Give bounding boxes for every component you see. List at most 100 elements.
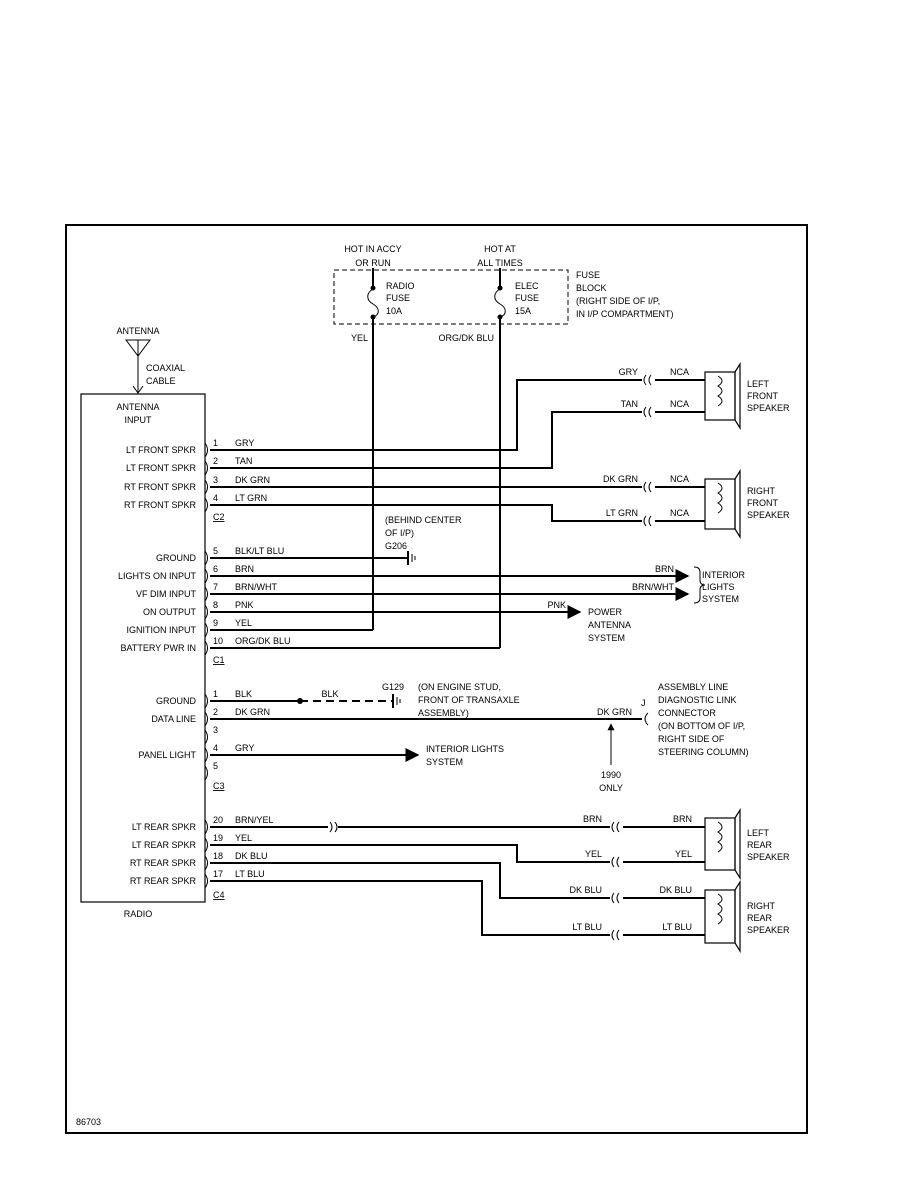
connector-name: C2: [213, 512, 225, 522]
antenna-input-label-1: ANTENNA: [116, 402, 159, 412]
radio-fuse-label-1: RADIO: [386, 281, 415, 291]
radio-pin-number: 4: [213, 743, 218, 753]
elec-fuse-label-2: FUSE: [515, 293, 539, 303]
connector-name: C1: [213, 655, 225, 665]
antenna: ANTENNA COAXIAL CABLE: [116, 326, 185, 394]
fuse-block-label-3: (RIGHT SIDE OF I/P,: [576, 296, 660, 306]
g206-note-1: (BEHIND CENTER: [385, 515, 462, 525]
connector-icon: [643, 374, 652, 386]
pin-connector-icon: [204, 837, 208, 853]
connector-icon: [611, 929, 620, 941]
connector-icon: [611, 856, 620, 868]
rear-speaker-label: REAR: [747, 913, 773, 923]
antenna-label: ANTENNA: [116, 326, 159, 336]
interior-lights-top: BRN BRN/WHT INTERIOR LIGHTS SYSTEM: [210, 564, 746, 604]
diagram-frame: [65, 224, 808, 1134]
dlc-label-4: (ON BOTTOM OF I/P,: [658, 721, 745, 731]
radio-pin-wire-color: PNK: [235, 600, 254, 610]
front-speaker-nca-label: NCA: [670, 399, 689, 409]
radio-pin-wire-color: TAN: [235, 456, 252, 466]
power-antenna-label-3: SYSTEM: [588, 633, 625, 643]
radio-pin-function: LT REAR SPKR: [132, 822, 197, 832]
radio-pin-number: 10: [213, 636, 223, 646]
dlc-label-5: RIGHT SIDE OF: [658, 734, 725, 744]
radio-pin-wire-color: BLK: [235, 689, 252, 699]
pin-connector-icon: [204, 855, 208, 871]
radio-pin-function: GROUND: [156, 553, 196, 563]
rear-speaker-label: LEFT: [747, 828, 770, 838]
front-speaker-label: LEFT: [747, 379, 770, 389]
interior-lights-bottom-label-1: INTERIOR LIGHTS: [426, 744, 504, 754]
dlc-label-3: CONNECTOR: [658, 708, 716, 718]
hot-accy-label-1: HOT IN ACCY: [344, 244, 401, 254]
pin-connector-icon: [204, 550, 208, 566]
power-antenna-label-1: POWER: [588, 607, 623, 617]
fuse-block-label-4: IN I/P COMPARTMENT): [576, 309, 674, 319]
hot-accy-label-2: OR RUN: [355, 258, 391, 268]
radio-pin-function: LT FRONT SPKR: [126, 445, 197, 455]
pin-connector-icon: [204, 460, 208, 476]
speaker-icon: [704, 889, 736, 944]
radio-pin-wire-color: DK GRN: [235, 707, 270, 717]
coaxial-cable-label-2: CABLE: [146, 376, 176, 386]
fuse-block-label-1: FUSE: [576, 270, 600, 280]
power-antenna-pnk-label: PNK: [547, 600, 566, 610]
radio-pin-wire-color: BRN/YEL: [235, 815, 274, 825]
radio-pin-wire-color: YEL: [235, 833, 252, 843]
radio-pin-wire-color: BRN: [235, 564, 254, 574]
radio-pin-number: 2: [213, 456, 218, 466]
interior-lights-label-2: LIGHTS: [702, 582, 735, 592]
interior-lights-bottom: INTERIOR LIGHTS SYSTEM: [210, 744, 504, 767]
speaker-cone-icon: [734, 361, 741, 431]
speaker-icon: [704, 371, 736, 421]
radio-pin-wire-color: LT BLU: [235, 869, 265, 879]
power-antenna: PNK POWER ANTENNA SYSTEM: [210, 600, 631, 643]
dlc-label-2: DIAGNOSTIC LINK: [658, 695, 737, 705]
interior-lights-label-1: INTERIOR: [702, 570, 746, 580]
pin-connector-icon: [204, 729, 208, 745]
radio-pin-number: 2: [213, 707, 218, 717]
front-speaker-wire-color: TAN: [621, 399, 638, 409]
speaker-cone-icon: [734, 879, 741, 954]
fuse-block-label-2: BLOCK: [576, 283, 607, 293]
pin-connector-icon: [204, 622, 208, 638]
g129-note-3: ASSEMBLY): [418, 708, 469, 718]
front-speaker-wire-color: LT GRN: [606, 508, 638, 518]
interior-brn-label: BRN: [655, 564, 674, 574]
radio-pin-number: 19: [213, 833, 223, 843]
front-speaker-label: SPEAKER: [747, 403, 790, 413]
radio-pin-wire-color: BLK/LT BLU: [235, 546, 284, 556]
pin-connector-icon: [204, 819, 208, 835]
speaker-coil-icon: [717, 893, 723, 925]
pin-connector-icon: [204, 640, 208, 656]
elec-fuse-label-3: 15A: [515, 306, 531, 316]
dlc-label-6: STEERING COLUMN): [658, 747, 749, 757]
power-antenna-label-2: ANTENNA: [588, 620, 631, 630]
figure-id: 86703: [76, 1117, 101, 1127]
rear-speaker-wire-color: DK BLU: [659, 885, 692, 895]
antenna-icon: [125, 339, 151, 392]
radio-pin-number: 3: [213, 475, 218, 485]
pin-connector-icon: [204, 442, 208, 458]
g129-blk-label: BLK: [321, 689, 338, 699]
radio-fuse-label-3: 10A: [386, 306, 402, 316]
radio-pin-wire-color: LT GRN: [235, 493, 267, 503]
pin-connector-icon: [204, 711, 208, 727]
radio-pin-function: ON OUTPUT: [143, 607, 197, 617]
radio-pin-function: RT REAR SPKR: [130, 858, 197, 868]
fuse-block: HOT IN ACCY OR RUN HOT AT ALL TIMES RADI…: [333, 244, 674, 343]
radio-pin-number: 18: [213, 851, 223, 861]
pin-connector-icon: [204, 586, 208, 602]
radio-pin-function: RT REAR SPKR: [130, 876, 197, 886]
speaker-coil-icon: [717, 482, 723, 514]
radio-pin-function: VF DIM INPUT: [136, 589, 197, 599]
front-speaker-label: SPEAKER: [747, 510, 790, 520]
radio-pin-number: 5: [213, 546, 218, 556]
rear-speaker-wire-color: YEL: [585, 849, 602, 859]
rear-speaker-label: REAR: [747, 840, 773, 850]
radio-pin-wire-color: GRY: [235, 438, 254, 448]
